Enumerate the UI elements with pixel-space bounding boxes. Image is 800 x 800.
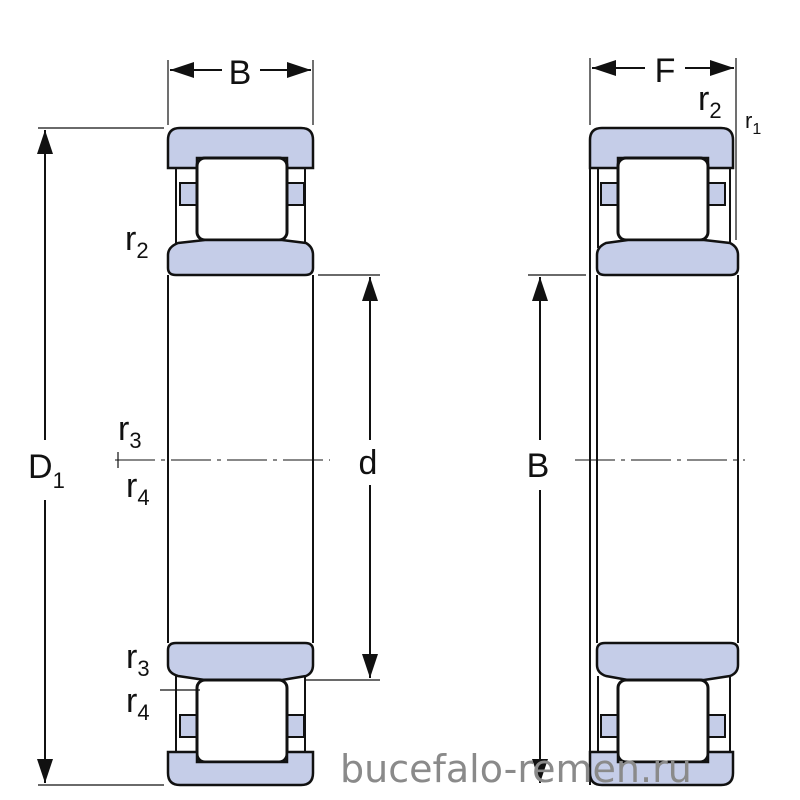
cage-bar — [179, 714, 198, 738]
cage-bar — [286, 714, 305, 738]
bore-label-d: d — [359, 444, 378, 482]
right-dimensions: F r2 r1 B — [527, 52, 761, 783]
radius-label-r2: r2 — [698, 80, 722, 123]
watermark-text: bucefalo-remen.ru — [340, 747, 692, 791]
width-label-F: F — [655, 52, 676, 90]
cage-bar — [600, 182, 619, 206]
radius-label-r1: r1 — [745, 108, 761, 138]
inner-ring-bottom — [166, 641, 315, 682]
inner-ring-top — [166, 238, 315, 277]
roller-bottom — [195, 678, 289, 764]
left-dimensions: B D1 d r2 r3 r4 r3 r4 — [28, 54, 380, 786]
width-label-B: B — [229, 54, 252, 92]
height-label-B: B — [527, 447, 550, 485]
roller-top — [616, 156, 710, 242]
radius-label-r3: r3 — [118, 410, 142, 453]
right-bearing-section — [588, 126, 740, 787]
radius-label-r3-bottom: r3 — [126, 638, 150, 681]
inner-ring-top — [595, 238, 740, 277]
outer-ring-bottom — [588, 750, 735, 787]
roller-top — [195, 156, 289, 242]
radius-label-r4: r4 — [126, 467, 150, 510]
cage-bar — [600, 714, 619, 738]
outer-diameter-label: D1 — [28, 448, 65, 493]
radius-label-r2: r2 — [125, 220, 149, 263]
cage-bar — [286, 182, 305, 206]
cage-bar — [707, 182, 726, 206]
cage-bar — [179, 182, 198, 206]
outer-ring-bottom — [166, 750, 315, 787]
left-bearing-section — [166, 126, 315, 787]
radius-label-r4-bottom: r4 — [126, 682, 150, 725]
cage-bar — [707, 714, 726, 738]
inner-ring-bottom — [595, 641, 740, 682]
